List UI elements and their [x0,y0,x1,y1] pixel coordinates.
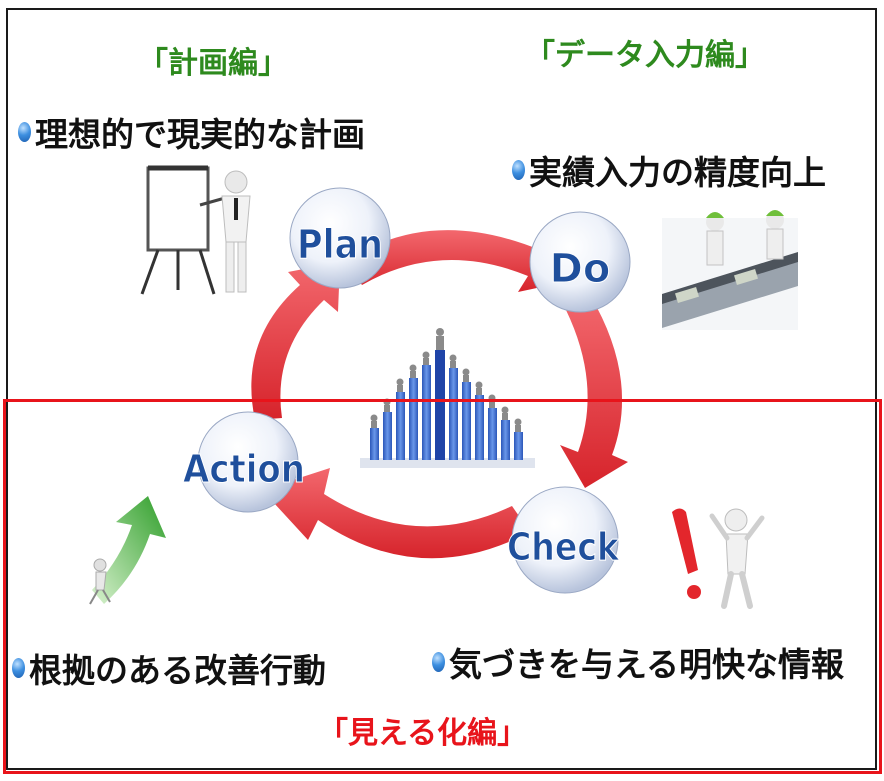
bullet-dot-icon [432,652,445,672]
exclamation-figure-icon [672,508,765,609]
plan-section-header: 「計画編」 [138,46,288,81]
cycle-arrows [251,230,628,559]
do-label: Do [550,246,611,292]
arrow-check-to-action [262,468,530,559]
visualize-section-header: 「見える化編」 [318,716,528,751]
action-bullet: 根拠のある改善行動 [12,644,326,692]
arrow-do-to-check [560,295,628,488]
do-bullet: 実績入力の精度向上 [512,146,826,194]
outer-frame [6,8,877,770]
action-label: Action [183,447,305,491]
bullet-dot-icon [12,658,25,678]
presenter-at-flipchart-icon [140,165,251,295]
do-bubble [529,211,631,313]
action-bubble [197,411,299,513]
check-bullet: 気づきを与える明快な情報 [432,638,844,686]
center-bar-chart-icon [360,328,535,468]
plan-label: Plan [297,222,383,268]
arrow-action-to-plan [251,262,340,420]
check-bubble [511,486,619,594]
bullet-dot-icon [512,160,525,180]
check-bullet-text: 気づきを与える明快な情報 [449,645,845,684]
data-input-section-header: 「データ入力編」 [525,38,765,73]
bullet-dot-icon [18,122,31,142]
do-bullet-text: 実績入力の精度向上 [529,153,826,192]
visualization-highlight-frame [3,399,882,774]
workers-at-conveyor-icon [662,210,798,330]
check-label: Check [507,525,620,569]
plan-bubble [289,187,391,289]
plan-bullet: 理想的で現実的な計画 [18,108,365,156]
plan-bullet-text: 理想的で現実的な計画 [35,115,365,154]
arrow-plan-to-do [345,230,565,292]
action-bullet-text: 根拠のある改善行動 [29,651,326,690]
runner-with-green-arrow-icon [89,496,166,605]
